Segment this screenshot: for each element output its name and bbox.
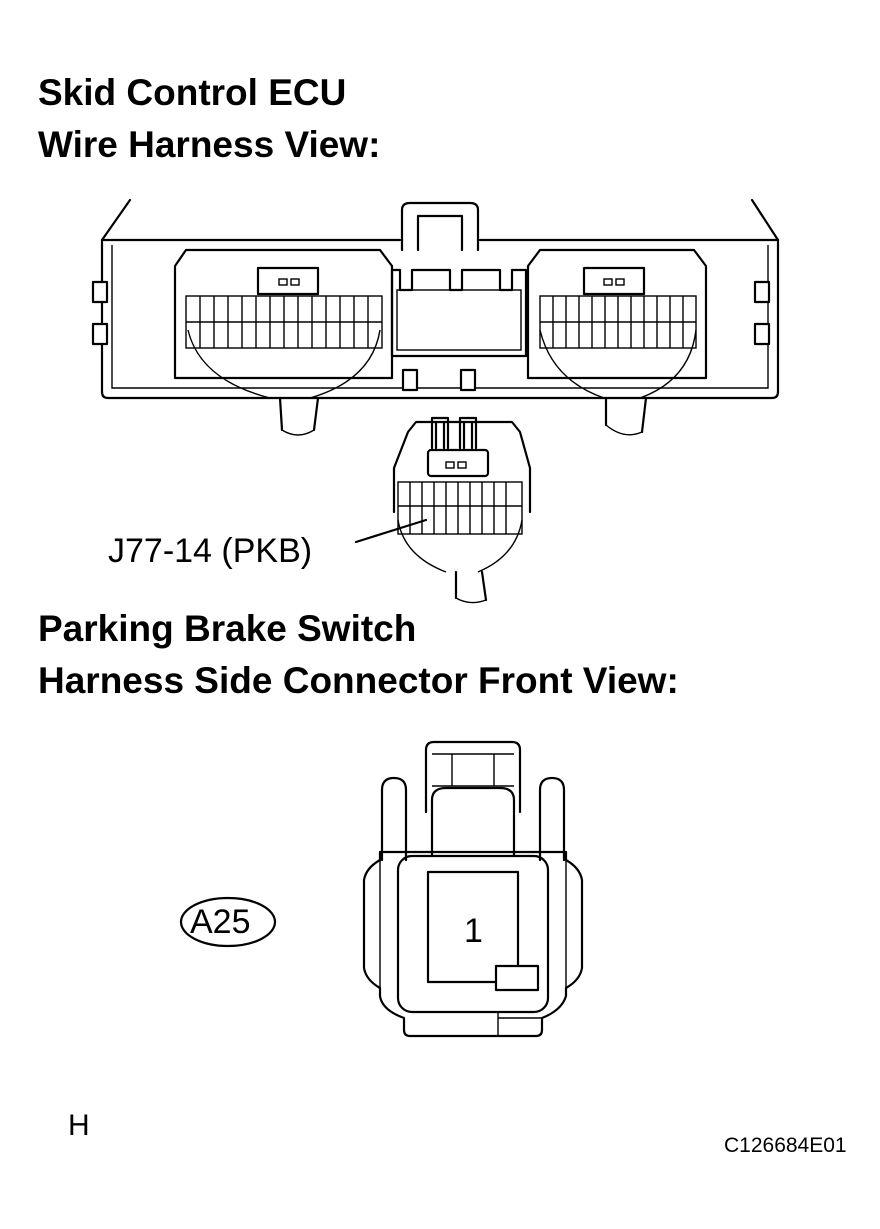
ecu-view-subtitle: Wire Harness View: <box>38 124 381 165</box>
a25-connector-label: A25 <box>190 903 251 941</box>
ecu-title: Skid Control ECU <box>38 72 347 113</box>
switch-view-subtitle: Harness Side Connector Front View: <box>38 660 679 701</box>
j77-terminal-grid <box>398 482 522 534</box>
switch-title: Parking Brake Switch <box>38 608 417 649</box>
ecu-right-terminal-grid <box>540 296 696 348</box>
ecu-left-terminal-grid <box>186 296 382 348</box>
j77-14-terminal-label: J77-14 (PKB) <box>108 532 313 570</box>
pin-1-label: 1 <box>464 912 483 950</box>
corner-mark-h: H <box>68 1109 90 1142</box>
figure-code: C126684E01 <box>724 1134 847 1157</box>
